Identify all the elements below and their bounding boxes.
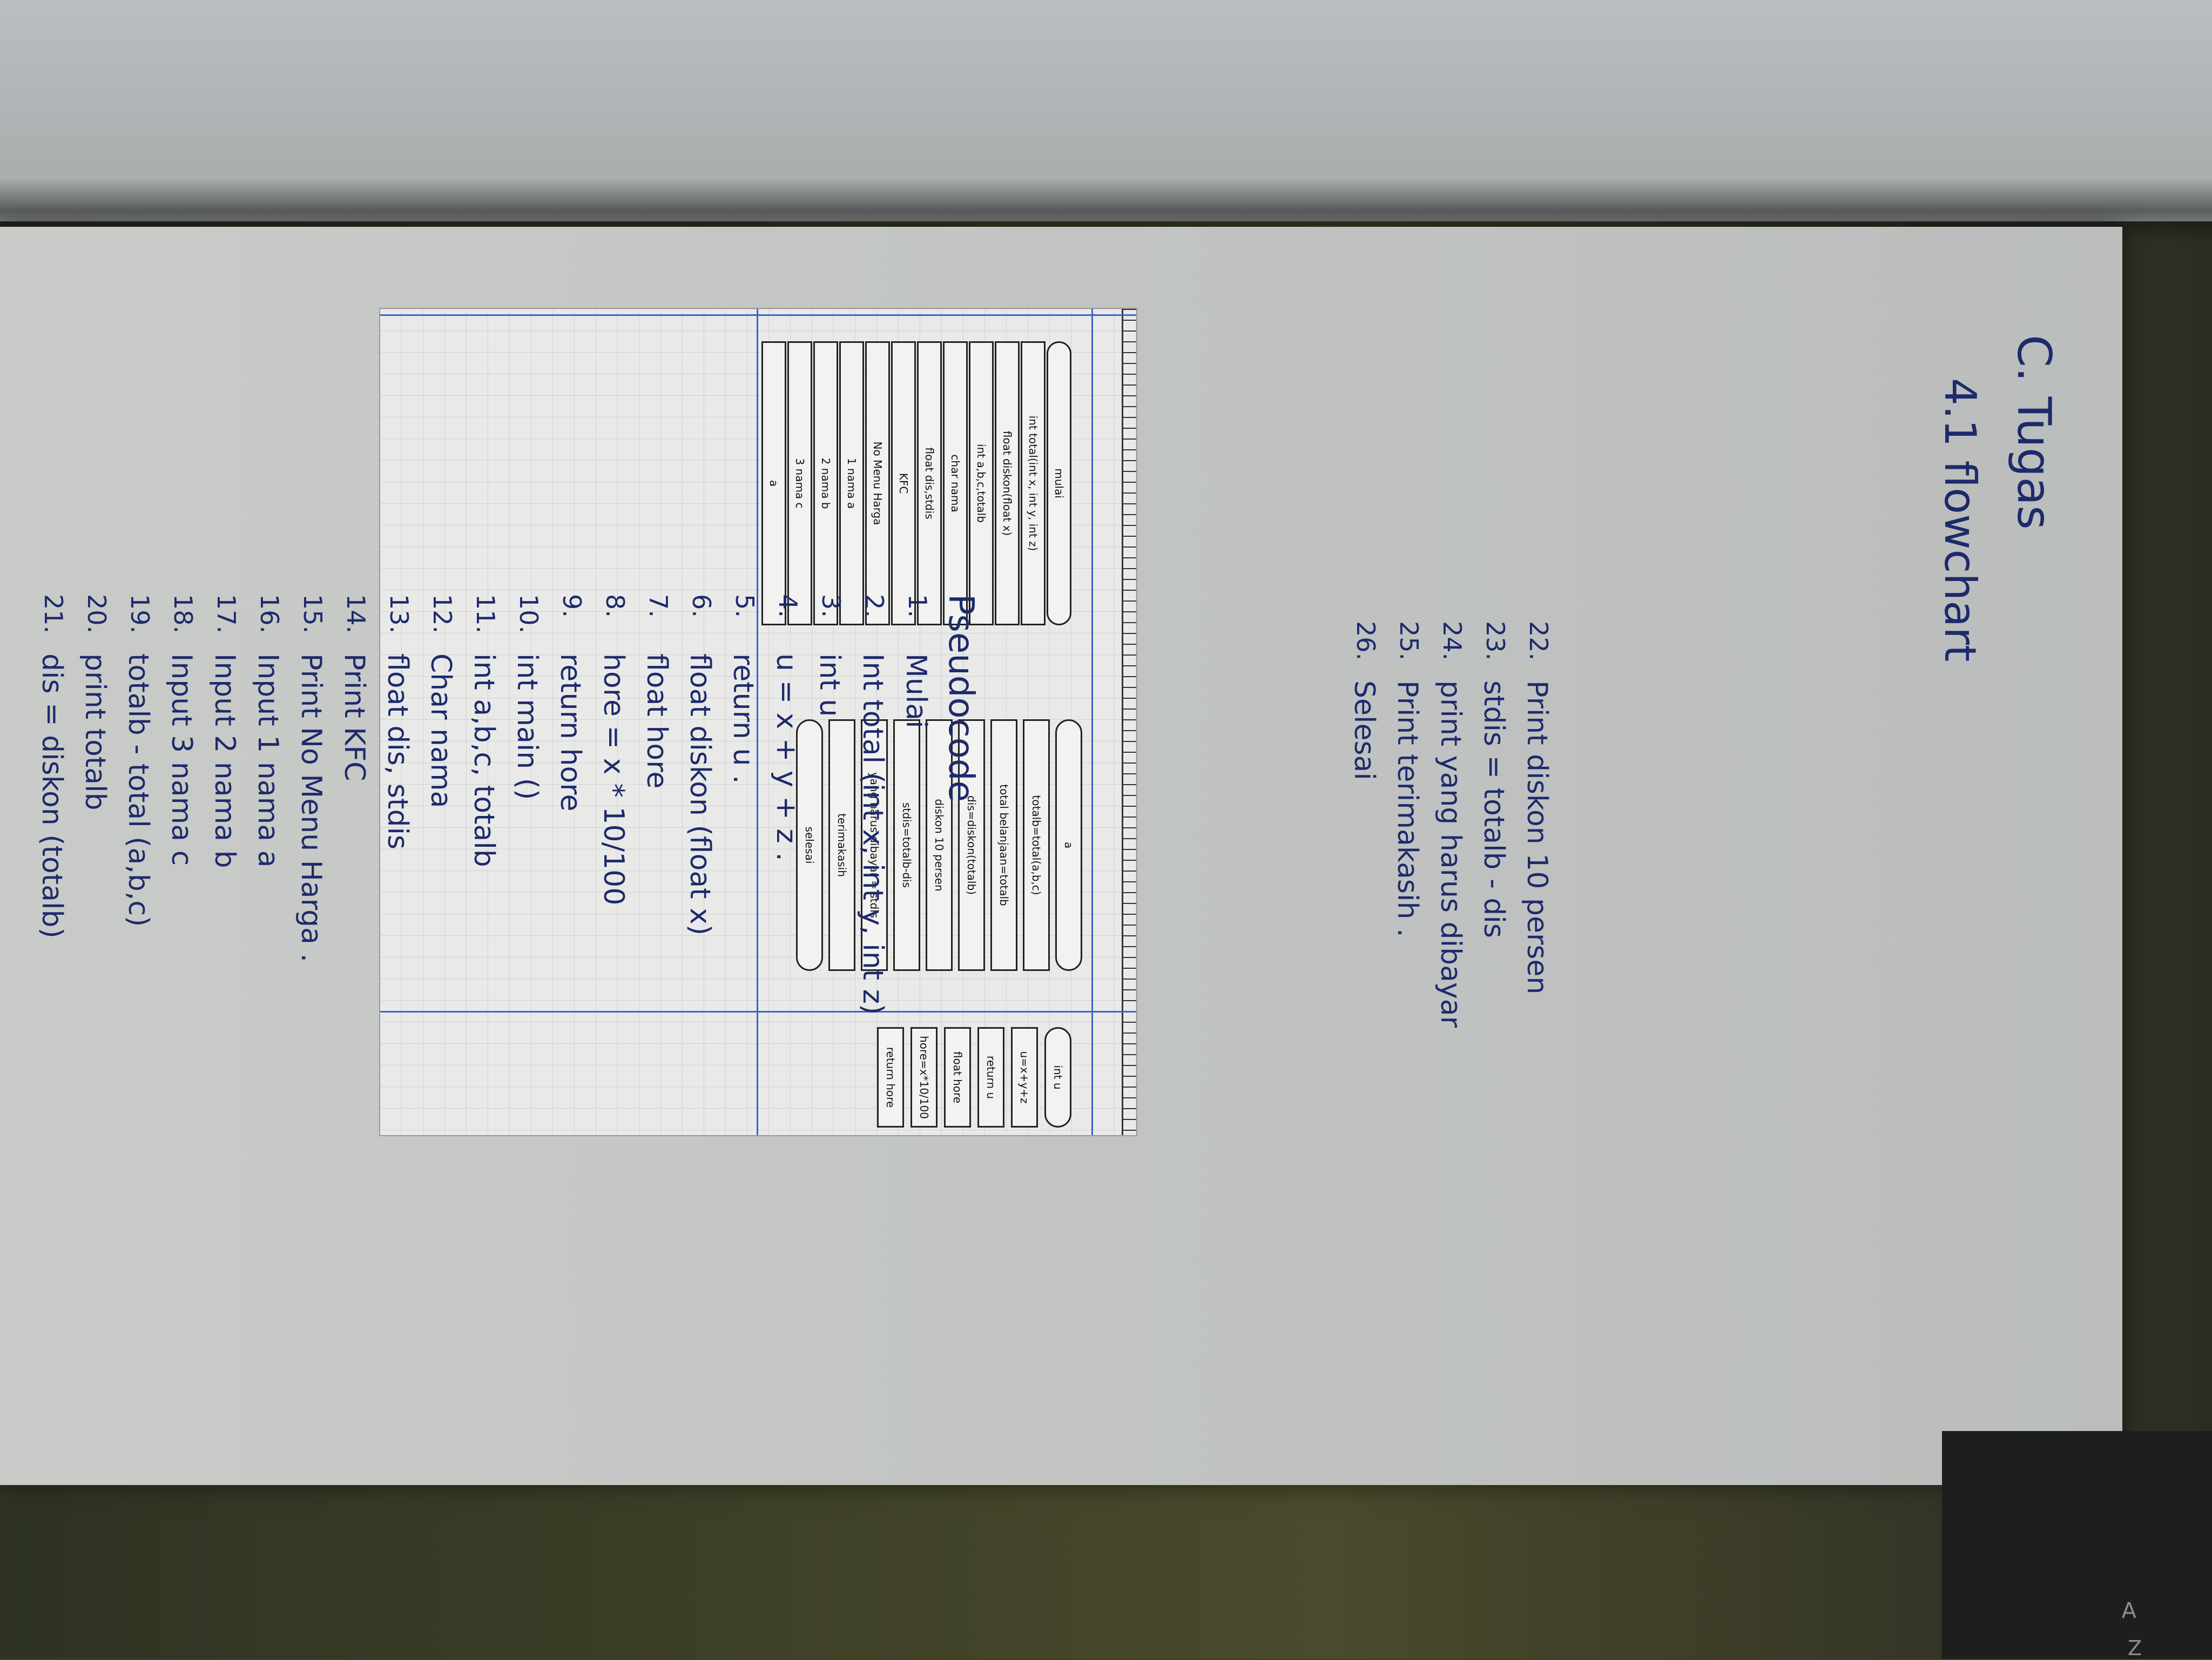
line-number: 17. <box>212 594 241 634</box>
frame-line <box>380 1011 1136 1013</box>
flowchart-node: No Menu Harga <box>865 341 890 625</box>
pseudocode-line: Print No Menu Harga . <box>295 653 327 963</box>
section-heading: C. Tugas <box>2007 335 2061 530</box>
line-number: 11. <box>471 594 500 634</box>
frame-line <box>1091 309 1093 1135</box>
line-number: 3. <box>817 594 846 618</box>
line-number: 14. <box>341 594 370 634</box>
line-number: 12. <box>428 594 457 634</box>
flowchart-node: char nama <box>943 341 968 625</box>
flowchart-node: terimakasih <box>828 719 855 971</box>
flowchart-node: return u <box>977 1027 1004 1128</box>
flowchart-node: a <box>761 341 786 625</box>
pseudocode-line: stdis = totalb - dis <box>1478 680 1510 938</box>
line-number: 22. <box>1524 621 1553 661</box>
pseudocode-line: int u <box>813 653 846 717</box>
pseudocode-line: Char nama <box>424 653 457 808</box>
pseudocode-line: totalb - total (a,b,c) <box>122 653 154 927</box>
line-number: 13. <box>385 594 414 634</box>
flowchart-node: KFC <box>891 341 916 625</box>
subsection-heading: 4.1 flowchart <box>1935 378 1985 662</box>
pseudocode-line: float diskon (float x) <box>684 653 716 936</box>
flowchart-node: u=x+y+z <box>1011 1027 1038 1128</box>
pseudocode-line: Selesai <box>1348 680 1380 780</box>
pseudocode-line: int main () <box>511 653 543 800</box>
flowchart-node: int u <box>1044 1027 1071 1128</box>
line-number: 1. <box>903 594 932 618</box>
flowchart-node: 2 nama b <box>813 341 838 625</box>
line-number: 9. <box>557 594 586 618</box>
line-number: 6. <box>687 594 716 618</box>
flowchart-node: 3 nama c <box>787 341 812 625</box>
pseudocode-line: Print KFC <box>338 653 370 781</box>
pseudocode-line: hore = x * 10/100 <box>597 653 630 906</box>
flowchart-node: float dis,stdis <box>917 341 942 625</box>
flowchart-node: 1 nama a <box>839 341 864 625</box>
line-number: 10. <box>514 594 543 634</box>
key-a-icon: A <box>2121 1598 2136 1623</box>
pseudocode-line: print yang harus dibayar <box>1434 680 1467 1028</box>
pseudocode-line: Input 2 nama b <box>208 653 241 868</box>
pseudocode-title: Pseudocode <box>941 594 981 802</box>
pseudocode-line: Print terimakasih . <box>1391 680 1424 937</box>
line-number: 2. <box>860 594 889 618</box>
flowchart-node: stdis=totalb-dis <box>893 719 920 971</box>
pseudocode-line: Input 3 nama c <box>165 653 198 866</box>
pseudocode-line: Input 1 nama a <box>252 653 284 868</box>
line-number: 8. <box>601 594 630 618</box>
line-number: 23. <box>1481 621 1510 661</box>
keyboard-corner <box>1942 1431 2212 1659</box>
line-number: 24. <box>1438 621 1467 661</box>
line-number: 21. <box>39 594 68 634</box>
pseudocode-line: u = x + y + z . <box>770 653 802 861</box>
flowchart-node: int a,b,c,totalb <box>969 341 994 625</box>
flowchart-node: hore=x*10/100 <box>911 1027 938 1128</box>
pseudocode-line: float hore <box>640 653 673 789</box>
key-z-icon: Z <box>2127 1636 2142 1660</box>
line-number: 15. <box>298 594 327 634</box>
flowchart-node: float diskon(float x) <box>995 341 1020 625</box>
line-number: 5. <box>730 594 759 618</box>
line-number: 7. <box>644 594 673 618</box>
flowchart-node: totalb=total(a,b,c) <box>1023 719 1050 971</box>
pseudocode-line: Int total (int x, int y, int z) <box>857 653 889 1015</box>
flowchart-node: total belanjaan=totalb <box>990 719 1017 971</box>
pseudocode-line: print totalb <box>79 653 111 811</box>
upper-sheet <box>0 0 2212 221</box>
flowchart-node: float hore <box>944 1027 971 1128</box>
pseudocode-line: int a,b,c, totalb <box>468 653 500 867</box>
pseudocode-line: return u . <box>727 653 759 784</box>
line-number: 18. <box>168 594 198 634</box>
pseudocode-line: Mulai <box>900 653 932 728</box>
flowchart-node: mulai <box>1047 341 1071 625</box>
pseudocode-line: dis = diskon (totalb) <box>36 653 68 939</box>
flowchart-node: return hore <box>877 1027 904 1128</box>
line-number: 4. <box>773 594 802 618</box>
pseudocode-line: float dis, stdis <box>381 653 414 849</box>
pseudocode-line: return hore <box>554 653 586 812</box>
line-number: 16. <box>255 594 284 634</box>
line-number: 20. <box>82 594 111 634</box>
frame-line <box>380 314 1136 316</box>
pseudocode-line: Print diskon 10 persen <box>1521 680 1553 995</box>
line-number: 19. <box>125 594 154 634</box>
line-number: 25. <box>1394 621 1424 661</box>
flowchart-node: a <box>1055 719 1082 971</box>
line-number: 26. <box>1351 621 1380 661</box>
flowchart-node: int total(int x, int y, int z) <box>1021 341 1046 625</box>
